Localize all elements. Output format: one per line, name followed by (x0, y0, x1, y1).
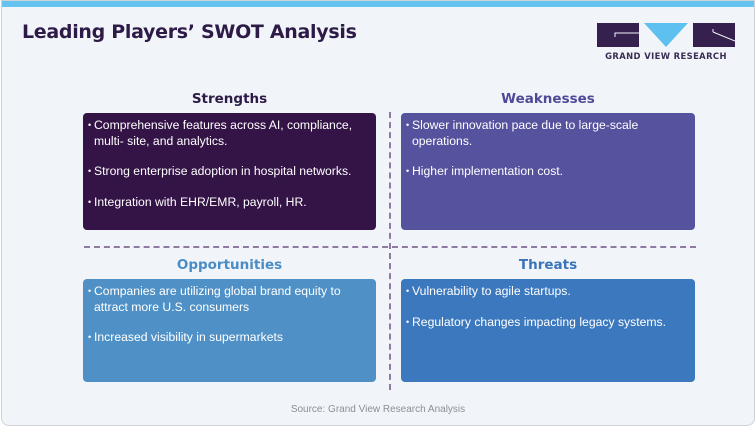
page-title: Leading Players’ SWOT Analysis (22, 21, 357, 43)
strengths-item: Strong enterprise adoption in hospital n… (88, 164, 370, 180)
strengths-list: Comprehensive features across AI, compli… (88, 118, 370, 211)
accent-bar (2, 1, 754, 7)
weaknesses-list: Slower innovation pace due to large-scal… (406, 118, 689, 180)
opportunities-box: Companies are utilizing global brand equ… (83, 279, 376, 382)
threats-item: Vulnerability to agile startups. (406, 284, 689, 300)
logo-mark-icon (597, 23, 735, 47)
threats-box: Vulnerability to agile startups. Regulat… (401, 279, 695, 382)
strengths-box: Comprehensive features across AI, compli… (83, 113, 376, 230)
grand-view-research-logo: GRAND VIEW RESEARCH (597, 23, 735, 65)
logo-text: GRAND VIEW RESEARCH (605, 51, 727, 61)
opportunities-item: Increased visibility in supermarkets (88, 330, 370, 346)
threats-item: Regulatory changes impacting legacy syst… (406, 315, 689, 331)
strengths-item: Integration with EHR/EMR, payroll, HR. (88, 195, 370, 211)
opportunities-item: Companies are utilizing global brand equ… (88, 284, 370, 315)
threats-list: Vulnerability to agile startups. Regulat… (406, 284, 689, 331)
opportunities-heading: Opportunities (176, 257, 283, 273)
weaknesses-box: Slower innovation pace due to large-scal… (401, 113, 695, 230)
weaknesses-heading: Weaknesses (501, 91, 595, 107)
weaknesses-item: Higher implementation cost. (406, 164, 689, 180)
vertical-divider (389, 112, 391, 390)
source-note: Source: Grand View Research Analysis (290, 404, 466, 415)
strengths-item: Comprehensive features across AI, compli… (88, 118, 370, 149)
weaknesses-item: Slower innovation pace due to large-scal… (406, 118, 689, 149)
threats-heading: Threats (518, 257, 578, 273)
opportunities-list: Companies are utilizing global brand equ… (88, 284, 370, 346)
strengths-heading: Strengths (191, 91, 268, 107)
